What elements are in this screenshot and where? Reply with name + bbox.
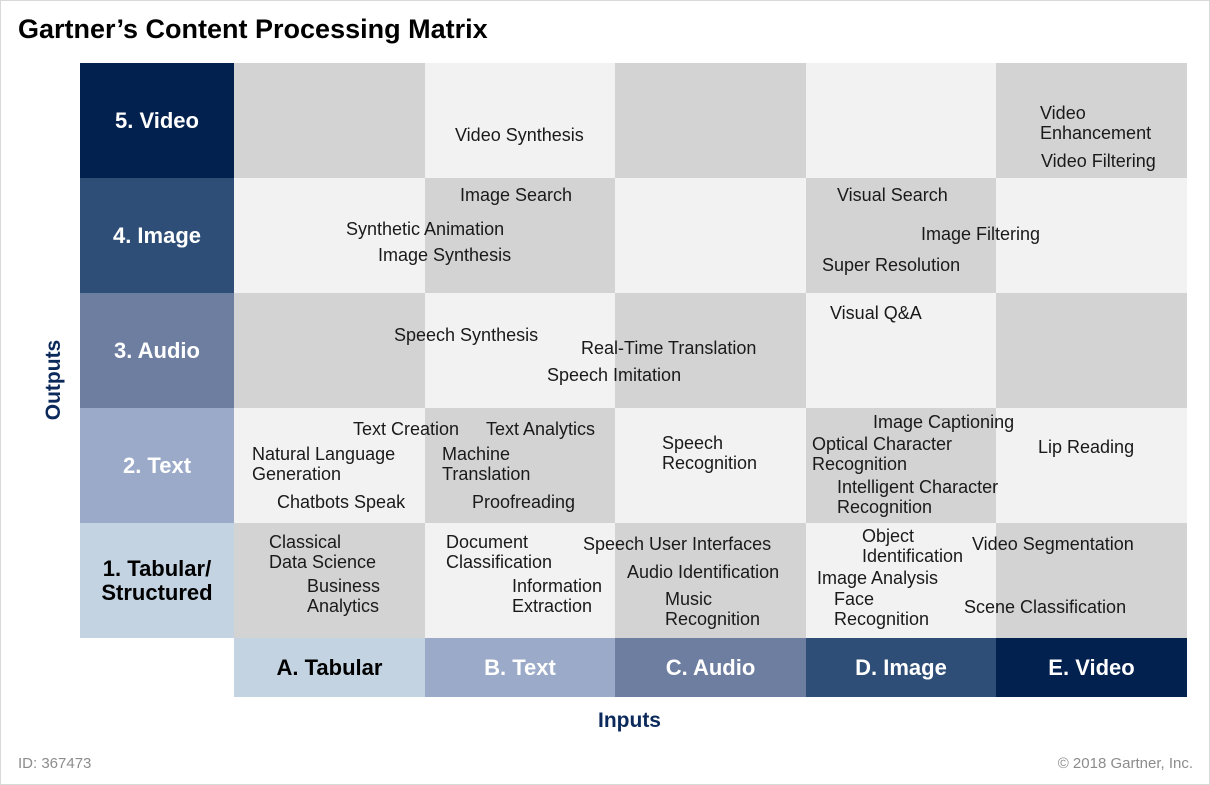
column-header-a-tabular: A. Tabular [234,638,425,697]
column-header-d-image: D. Image [806,638,996,697]
capability-visual-q-a: Visual Q&A [830,303,922,323]
matrix-cell [425,178,615,293]
capability-image-search: Image Search [460,185,573,205]
capability-lip-reading: Lip Reading [1038,437,1135,457]
matrix-cell [425,523,615,638]
row-header-2-text: 2. Text [80,408,234,523]
matrix-cell [234,408,425,523]
matrix-cell [806,408,996,523]
column-header-e-video: E. Video [996,638,1187,697]
matrix-cell [425,63,615,178]
capability-speech-synthesis: Speech Synthesis [394,325,539,345]
capability-text-analytics: Text Analytics [486,419,596,439]
capability-image-captioning: Image Captioning [873,412,1015,432]
matrix-cell [806,293,996,408]
column-header-b-text: B. Text [425,638,615,697]
capability-proofreading: Proofreading [472,492,576,512]
capability-video-synthesis: Video Synthesis [455,125,584,145]
matrix-cell [996,178,1187,293]
matrix-cell [806,523,996,638]
matrix-cell [234,523,425,638]
figure-title: Gartner’s Content Processing Matrix [18,14,488,44]
y-axis-label: Outputs [42,339,65,421]
capability-scene-classification: Scene Classification [964,597,1127,617]
copyright: © 2018 Gartner, Inc. [1057,755,1193,772]
capability-image-synthesis: Image Synthesis [378,245,512,265]
row-header-1-tabular-structured: 1. Tabular/Structured [80,523,234,638]
matrix-cell [996,63,1187,178]
row-header-3-audio: 3. Audio [80,293,234,408]
capability-real-time-translation: Real-Time Translation [581,338,757,358]
matrix-cell [806,63,996,178]
matrix-cell [996,408,1187,523]
matrix-cell [615,293,806,408]
matrix-cell [615,178,806,293]
matrix-cell [425,408,615,523]
matrix-cell [806,178,996,293]
matrix-cell [996,523,1187,638]
column-header-c-audio: C. Audio [615,638,806,697]
matrix-cell [234,63,425,178]
capability-synthetic-animation: Synthetic Animation [346,219,505,239]
figure-id: ID: 367473 [18,755,92,772]
capability-super-resolution: Super Resolution [822,255,961,275]
capability-speech-imitation: Speech Imitation [547,365,682,385]
x-axis-label: Inputs [598,709,661,732]
matrix-cell [996,293,1187,408]
matrix-cell [234,178,425,293]
capability-image-analysis: Image Analysis [817,568,939,588]
capability-chatbots-speak: Chatbots Speak [277,492,406,512]
matrix-cell [615,63,806,178]
capability-image-filtering: Image Filtering [921,224,1041,244]
row-header-5-video: 5. Video [80,63,234,178]
matrix-cell [425,293,615,408]
capability-audio-identification: Audio Identification [627,562,780,582]
matrix-cell [615,408,806,523]
row-header-4-image: 4. Image [80,178,234,293]
matrix-cell [234,293,425,408]
capability-text-creation: Text Creation [353,419,460,439]
capability-speech-user-interfaces: Speech User Interfaces [583,534,772,554]
capability-visual-search: Visual Search [837,185,948,205]
capability-video-segmentation: Video Segmentation [972,534,1134,554]
matrix-cell [615,523,806,638]
capability-video-filtering: Video Filtering [1041,151,1156,171]
